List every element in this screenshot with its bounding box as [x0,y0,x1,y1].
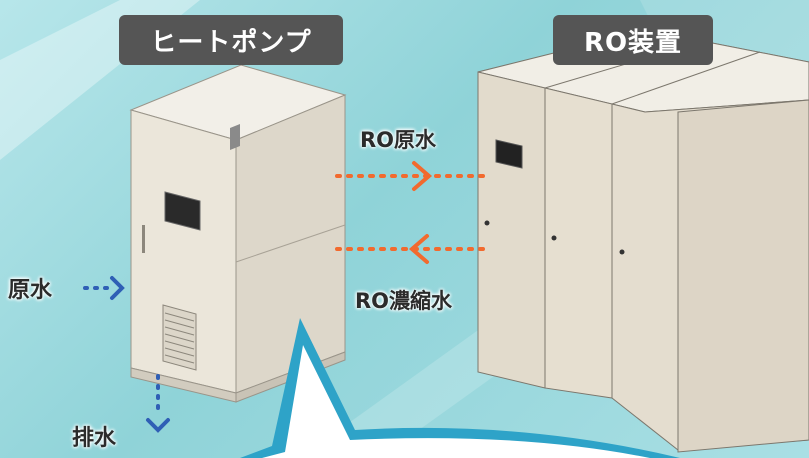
ro-raw-water-label: RO原水 [360,128,437,152]
heat-pump-louver [162,304,197,371]
left-arrow-icon [408,234,429,264]
ro-concentrate-label: RO濃縮水 [355,289,453,313]
down-arrow-icon [146,418,170,433]
raw-water-arrow [83,276,125,300]
ro-raw-water-arrow [335,161,492,191]
right-arrow-icon [110,276,125,300]
ro-unit [477,29,809,453]
right-arrow-icon [412,161,433,191]
ro-unit-tag: RO装置 [553,15,713,65]
heat-pump-tag: ヒートポンプ [119,15,343,65]
drain-label: 排水 [72,426,117,451]
ro-concentrate-arrow [335,234,492,264]
speech-bubble [240,318,680,458]
raw-water-label: 原水 [8,278,53,303]
drain-arrow [146,374,170,433]
